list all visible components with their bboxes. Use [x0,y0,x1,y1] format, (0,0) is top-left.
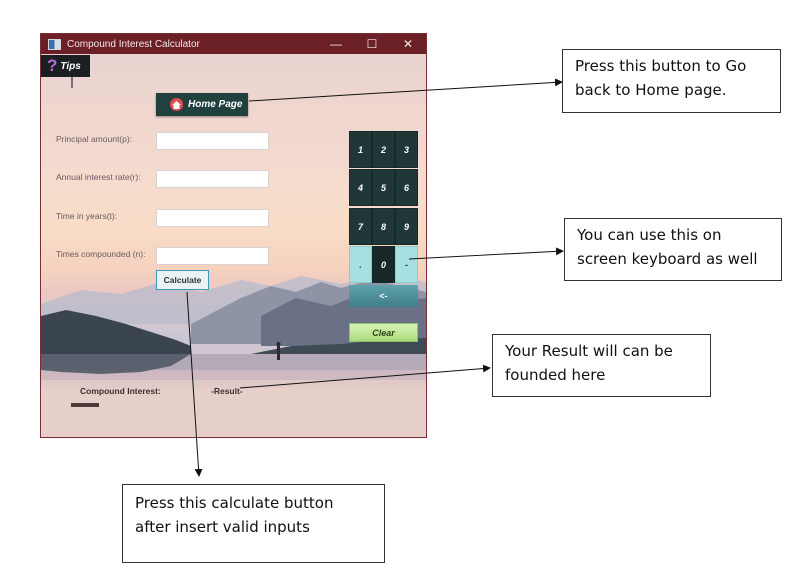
key-3[interactable]: 3 [395,131,418,168]
key-9[interactable]: 9 [395,208,418,245]
calculate-callout-line-1: Press this calculate button [135,494,334,512]
calculate-callout: Press this calculate button after insert… [122,484,385,563]
times-compounded-input[interactable] [156,247,269,265]
tips-label: Tips [60,60,81,72]
result-callout: Your Result will can be founded here [492,334,711,397]
backspace-button[interactable]: <- [349,285,418,307]
key-5[interactable]: 5 [372,169,395,206]
compound-interest-result: -Result- [211,386,243,396]
key-4[interactable]: 4 [349,169,372,206]
interest-rate-label: Annual interest rate(r): [56,172,141,182]
home-callout-line-1: Press this button to Go [575,57,747,75]
keyboard-callout-line-2: screen keyboard as well [577,250,758,268]
window-title: Compound Interest Calculator [67,38,200,50]
compound-interest-label: Compound Interest: [80,386,161,396]
keyboard-arrow [408,247,564,260]
key-decimal[interactable]: . [349,246,372,283]
key-6[interactable]: 6 [395,169,418,206]
home-page-button[interactable]: Home Page [156,93,248,116]
key-8[interactable]: 8 [372,208,395,245]
home-icon [170,98,183,111]
keyboard-callout-line-1: You can use this on [577,226,722,244]
key-2[interactable]: 2 [372,131,395,168]
home-callout: Press this button to Go back to Home pag… [562,49,781,113]
maximize-button[interactable]: ☐ [366,37,378,51]
result-callout-line-2: founded here [505,366,606,384]
keyboard-callout: You can use this on screen keyboard as w… [564,218,782,281]
key-0[interactable]: 0 [372,246,395,283]
interest-rate-input[interactable] [156,170,269,188]
home-page-label: Home Page [188,99,243,110]
key-minus[interactable]: - [395,246,418,283]
key-7[interactable]: 7 [349,208,372,245]
app-icon [48,38,61,50]
calculate-callout-line-2: after insert valid inputs [135,518,310,536]
tips-button[interactable]: ? Tips [41,55,90,77]
home-callout-line-2: back to Home page. [575,81,727,99]
close-button[interactable]: ✕ [402,37,414,51]
principal-input[interactable] [156,132,269,150]
title-bar: Compound Interest Calculator — ☐ ✕ [41,34,426,54]
clear-button[interactable]: Clear [349,323,418,342]
result-callout-line-1: Your Result will can be [505,342,673,360]
question-mark-icon: ? [47,56,58,75]
key-1[interactable]: 1 [349,131,372,168]
window-controls: — ☐ ✕ [318,34,426,54]
times-compounded-label: Times compounded (n): [56,249,146,259]
principal-label: Principal amount(p): [56,134,133,144]
app-window: Compound Interest Calculator — ☐ ✕ [41,34,426,437]
minimize-button[interactable]: — [330,37,342,51]
time-years-label: Time in years(t): [56,211,118,221]
time-years-input[interactable] [156,209,269,227]
calculate-button[interactable]: Calculate [156,270,209,290]
